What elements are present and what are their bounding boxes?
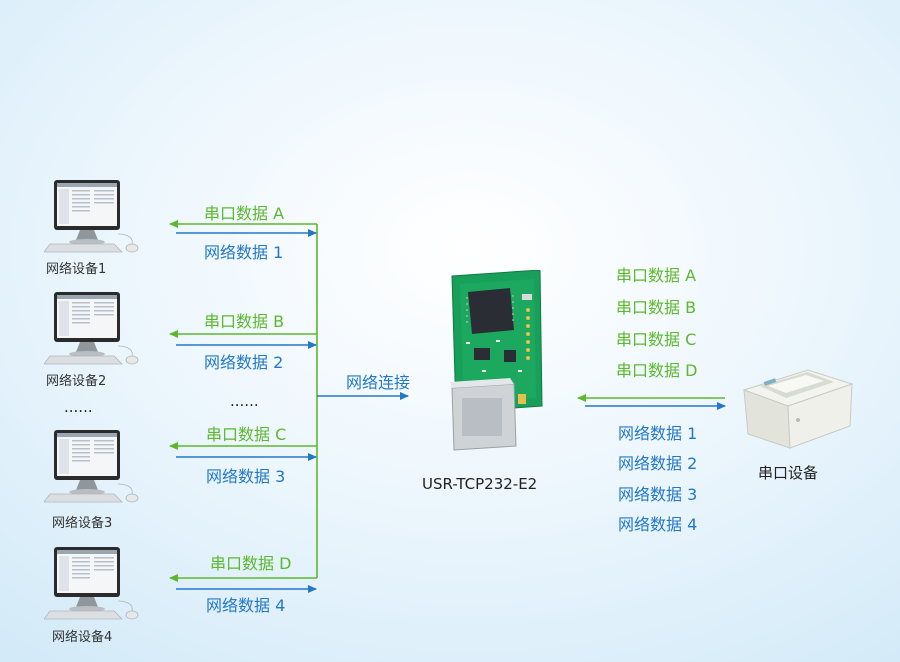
module-name: USR-TCP232-E2 [422, 475, 538, 493]
device-label-1: 网络设备1 [46, 262, 107, 277]
link-serial-d: 串口数据 D [210, 554, 292, 573]
serial-device-label: 串口设备 [758, 464, 819, 482]
link-net-3: 网络数据 3 [206, 467, 286, 486]
device-ellipsis: ...... [64, 398, 93, 416]
computer-icon [44, 292, 139, 365]
net-list-4: 网络数据 4 [618, 515, 698, 534]
link-net-2: 网络数据 2 [204, 353, 284, 372]
link-ellipsis: ...... [230, 392, 259, 410]
link-net-4: 网络数据 4 [206, 596, 286, 615]
module-board-icon [450, 270, 543, 451]
serial-list-c: 串口数据 C [616, 330, 697, 349]
link-serial-a: 串口数据 A [204, 204, 285, 223]
device-label-2: 网络设备2 [46, 374, 107, 389]
link-serial-b: 串口数据 B [204, 312, 285, 331]
device-label-3: 网络设备3 [52, 516, 113, 531]
device-label-4: 网络设备4 [52, 630, 113, 645]
printer-icon [742, 369, 854, 449]
computer-icon [44, 430, 139, 503]
net-list-2: 网络数据 2 [618, 454, 698, 473]
serial-list-b: 串口数据 B [616, 298, 697, 317]
computer-icon [44, 547, 139, 620]
network-connect-label: 网络连接 [346, 373, 411, 392]
serial-list-a: 串口数据 A [616, 266, 697, 285]
computer-icon [44, 180, 139, 253]
net-list-1: 网络数据 1 [618, 424, 698, 443]
link-net-1: 网络数据 1 [204, 243, 284, 262]
serial-list-d: 串口数据 D [616, 361, 698, 380]
link-serial-c: 串口数据 C [206, 425, 287, 444]
net-list-3: 网络数据 3 [618, 485, 698, 504]
